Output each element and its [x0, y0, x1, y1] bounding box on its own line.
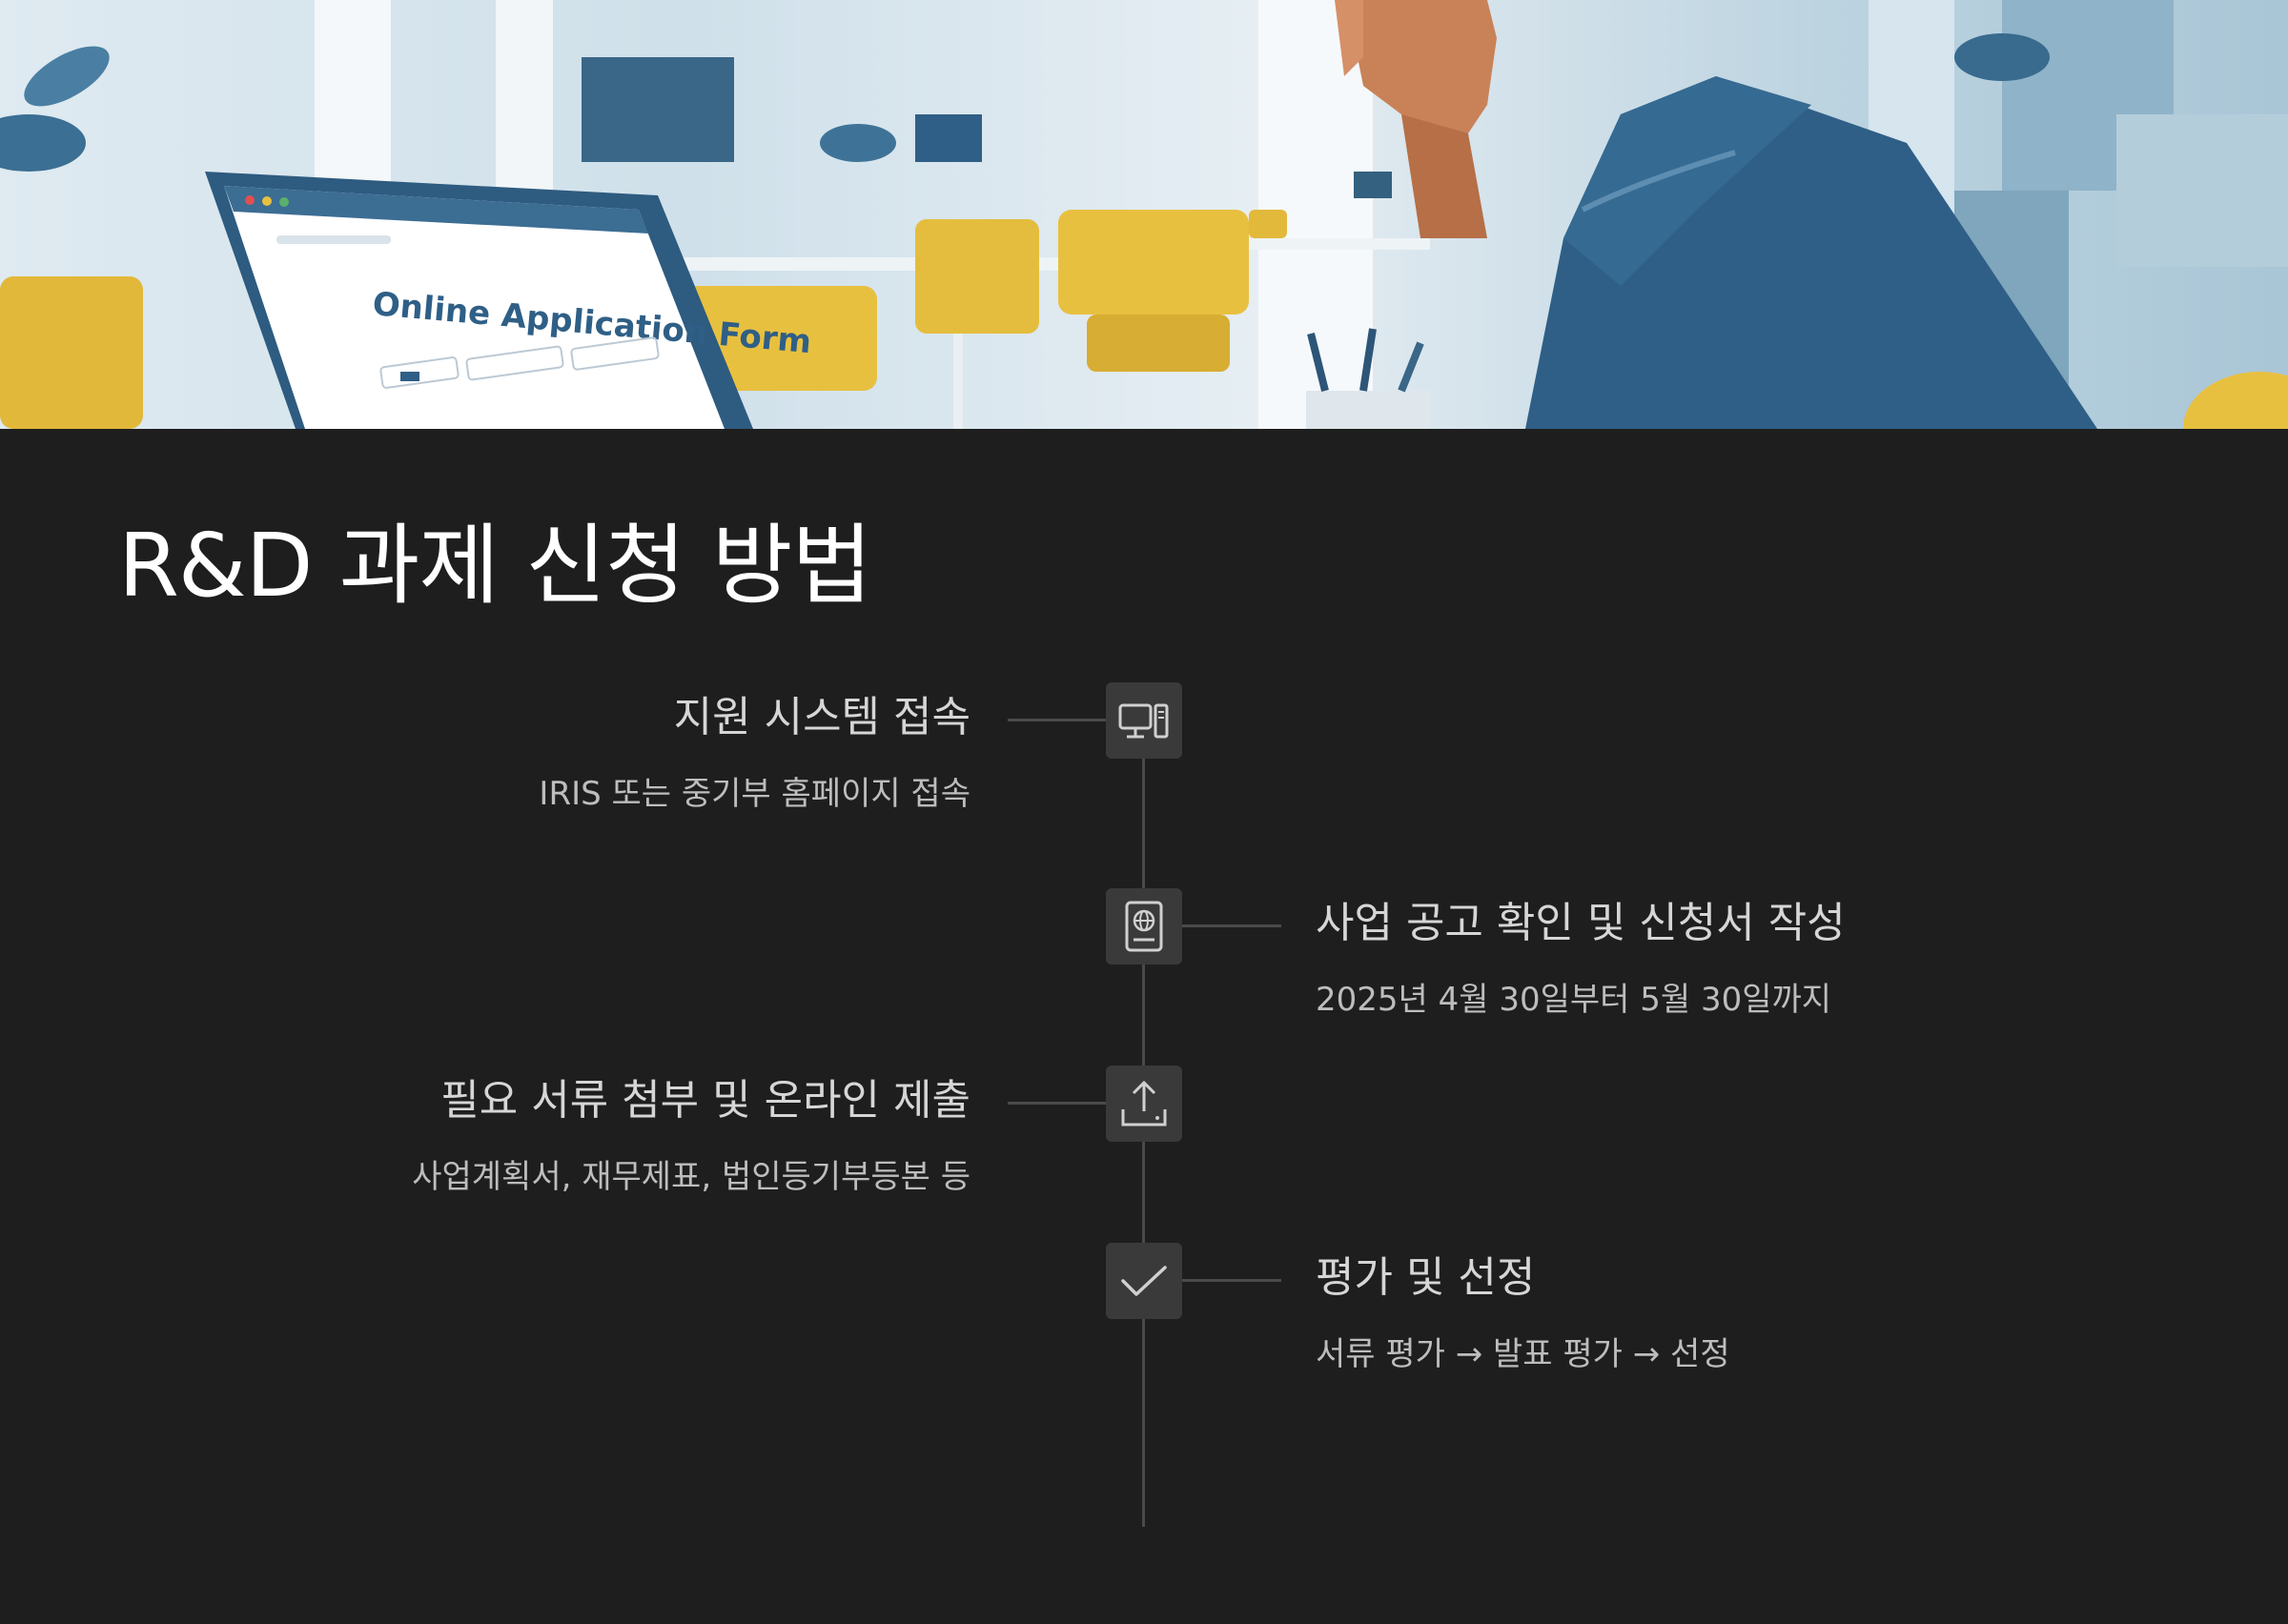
step-1-desc: IRIS 또는 중기부 홈페이지 접속: [539, 775, 970, 813]
computer-icon: [1118, 703, 1169, 739]
upload-icon: [1121, 1080, 1167, 1127]
document-globe-icon: [1125, 901, 1163, 952]
step-3-connector: [1008, 1102, 1107, 1105]
step-2-desc: 2025년 4월 30일부터 5월 30일까지: [1316, 981, 1832, 1019]
step-4-connector: [1182, 1279, 1281, 1282]
step-1-title: 지원 시스템 접속: [673, 693, 970, 741]
check-icon: [1121, 1266, 1167, 1296]
office-illustration: Online Application Form: [0, 0, 2288, 429]
step-2-connector: [1182, 924, 1281, 927]
step-3-node: [1106, 1066, 1182, 1142]
step-2-title: 사업 공고 확인 및 신청서 작성: [1316, 899, 1846, 947]
step-3-desc: 사업계획서, 재무제표, 법인등기부등본 등: [412, 1158, 970, 1196]
step-4-title: 평가 및 선정: [1316, 1253, 1536, 1302]
step-2-node: [1106, 888, 1182, 964]
page-title: R&D 과제 신청 방법: [118, 515, 872, 617]
step-3-title: 필요 서류 첨부 및 온라인 제출: [440, 1076, 970, 1125]
step-1-connector: [1008, 719, 1107, 721]
step-4-node: [1106, 1243, 1182, 1319]
hero-illustration: Online Application Form: [0, 0, 2288, 429]
step-1-node: [1106, 682, 1182, 759]
step-4-desc: 서류 평가 → 발표 평가 → 선정: [1316, 1335, 1730, 1373]
